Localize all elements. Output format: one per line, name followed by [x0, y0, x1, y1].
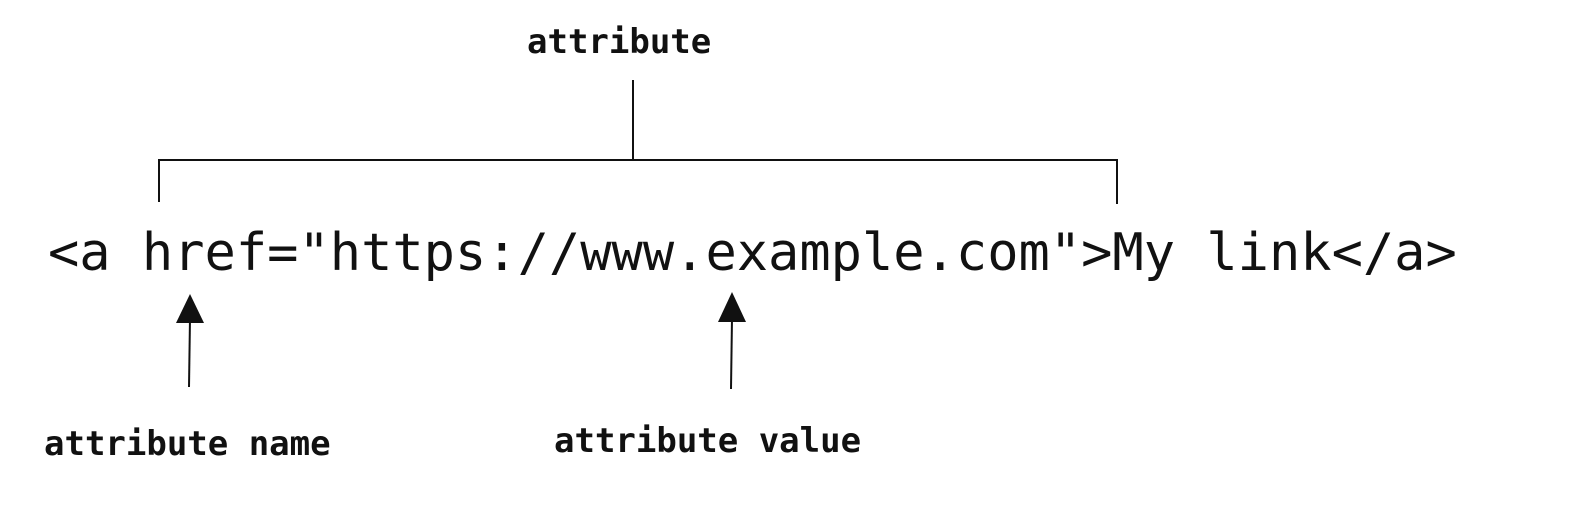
- attribute-value-label: attribute value: [554, 421, 862, 461]
- attribute-bracket: [158, 80, 1118, 204]
- attribute-name-arrow-shaft: [188, 317, 191, 388]
- attribute-value-arrow-head: [718, 292, 746, 322]
- attribute-value-arrow-shaft: [730, 317, 733, 390]
- code-snippet: <a href="https://www.example.com">My lin…: [48, 223, 1457, 283]
- attribute-name-arrow-head: [176, 294, 204, 323]
- attribute-name-arrow: [176, 294, 204, 388]
- attribute-value-arrow: [718, 292, 746, 390]
- attribute-name-label: attribute name: [44, 424, 331, 464]
- attribute-label: attribute: [527, 22, 712, 62]
